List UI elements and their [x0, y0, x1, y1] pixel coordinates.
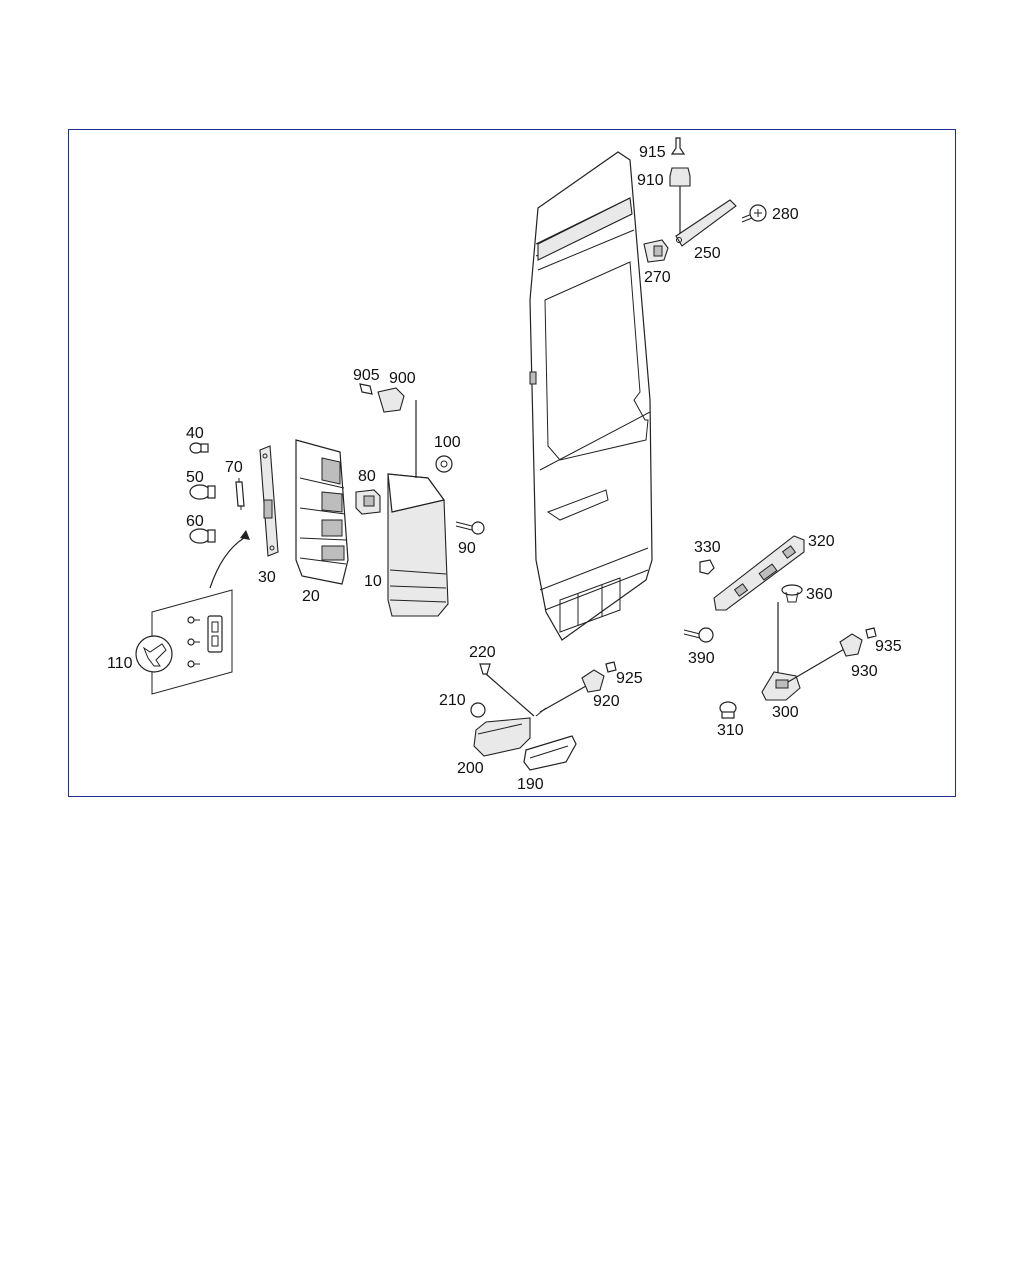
repair-kit — [135, 589, 233, 695]
label-915: 915 — [639, 144, 666, 161]
nut-100 — [435, 455, 453, 473]
label-300: 300 — [772, 704, 799, 721]
label-390: 390 — [688, 650, 715, 667]
bulb-50 — [189, 484, 216, 500]
label-200: 200 — [457, 760, 484, 777]
label-30: 30 — [258, 569, 276, 586]
label-920: 920 — [593, 693, 620, 710]
bulb-60 — [189, 528, 216, 544]
label-20: 20 — [302, 588, 320, 605]
terminal-925 — [605, 661, 617, 673]
bulb-40 — [189, 442, 209, 454]
connector-920 — [581, 669, 605, 693]
label-930: 930 — [851, 663, 878, 680]
label-320: 320 — [808, 533, 835, 550]
label-330: 330 — [694, 539, 721, 556]
bulb-310 — [719, 701, 737, 719]
screw-90 — [455, 521, 485, 535]
kit-arrowhead — [240, 530, 250, 540]
label-90: 90 — [458, 540, 476, 557]
label-360: 360 — [806, 586, 833, 603]
label-190: 190 — [517, 776, 544, 793]
bulb-210 — [470, 702, 486, 718]
label-10: 10 — [364, 573, 382, 590]
label-220: 220 — [469, 644, 496, 661]
switch-270 — [643, 239, 669, 263]
label-310: 310 — [717, 722, 744, 739]
lens-190 — [523, 735, 577, 771]
plate-lamp-300 — [761, 671, 801, 701]
label-110: 110 — [107, 655, 133, 672]
handle-strip-320 — [713, 535, 805, 611]
screw-390 — [683, 627, 714, 643]
label-280: 280 — [772, 206, 799, 223]
lamp-holder — [259, 445, 279, 557]
label-60: 60 — [186, 513, 204, 530]
label-925: 925 — [616, 670, 643, 687]
label-80: 80 — [358, 468, 376, 485]
terminal-915 — [670, 137, 686, 155]
label-900: 900 — [389, 370, 416, 387]
label-210: 210 — [439, 692, 466, 709]
connector-910 — [669, 167, 691, 187]
label-270: 270 — [644, 269, 671, 286]
nut-330 — [699, 559, 715, 575]
label-70: 70 — [225, 459, 243, 476]
clip-360 — [781, 584, 803, 603]
diagram-frame — [68, 129, 956, 797]
brake-light-250 — [675, 199, 737, 247]
rear-door — [529, 151, 653, 641]
tail-lamp — [387, 473, 449, 617]
label-250: 250 — [694, 245, 721, 262]
label-910: 910 — [637, 172, 664, 189]
label-905: 905 — [353, 367, 380, 384]
bulb-70 — [235, 478, 245, 510]
terminal-905 — [359, 383, 373, 395]
tail-lamp-housing — [295, 439, 349, 585]
terminal-220 — [479, 663, 491, 675]
kit-arrow — [209, 537, 245, 589]
connector-930 — [839, 633, 863, 657]
label-50: 50 — [186, 469, 204, 486]
connector-80 — [355, 489, 381, 515]
lamp-200 — [473, 707, 547, 757]
label-40: 40 — [186, 425, 204, 442]
label-935: 935 — [875, 638, 902, 655]
connector-900 — [377, 387, 405, 413]
terminal-935 — [865, 627, 877, 639]
screw-280 — [741, 204, 767, 223]
label-100: 100 — [434, 434, 461, 451]
